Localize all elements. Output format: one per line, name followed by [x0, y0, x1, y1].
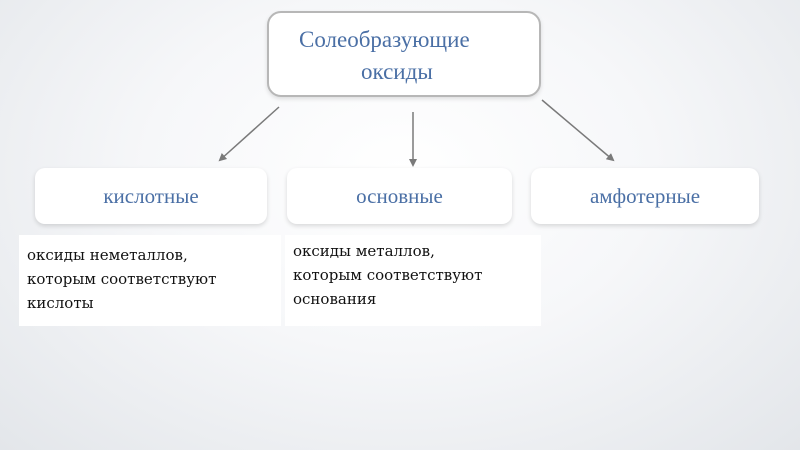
- description-basic-line: основания: [293, 290, 377, 308]
- arrow-to-amphoteric: [541, 99, 615, 162]
- category-basic: основные: [287, 168, 512, 224]
- category-acidic: кислотные: [35, 168, 267, 224]
- description-acidic-line: кислоты: [27, 294, 94, 312]
- root-title-line1: Солеобразующие: [299, 27, 470, 52]
- root-node-salt-forming-oxides: Солеобразующие оксиды: [267, 11, 541, 97]
- description-acidic-line: которым соответствуют: [27, 270, 217, 288]
- description-basic-line: которым соответствуют: [293, 266, 483, 284]
- arrow-to-acidic: [218, 106, 280, 162]
- description-basic: оксиды металлов, которым соответствуют о…: [285, 235, 541, 326]
- description-acidic: оксиды неметаллов, которым соответствуют…: [19, 235, 281, 326]
- root-title-line2: оксиды: [361, 59, 433, 84]
- description-acidic-line: оксиды неметаллов,: [27, 246, 188, 264]
- description-basic-line: оксиды металлов,: [293, 242, 435, 260]
- category-amphoteric: амфотерные: [531, 168, 759, 224]
